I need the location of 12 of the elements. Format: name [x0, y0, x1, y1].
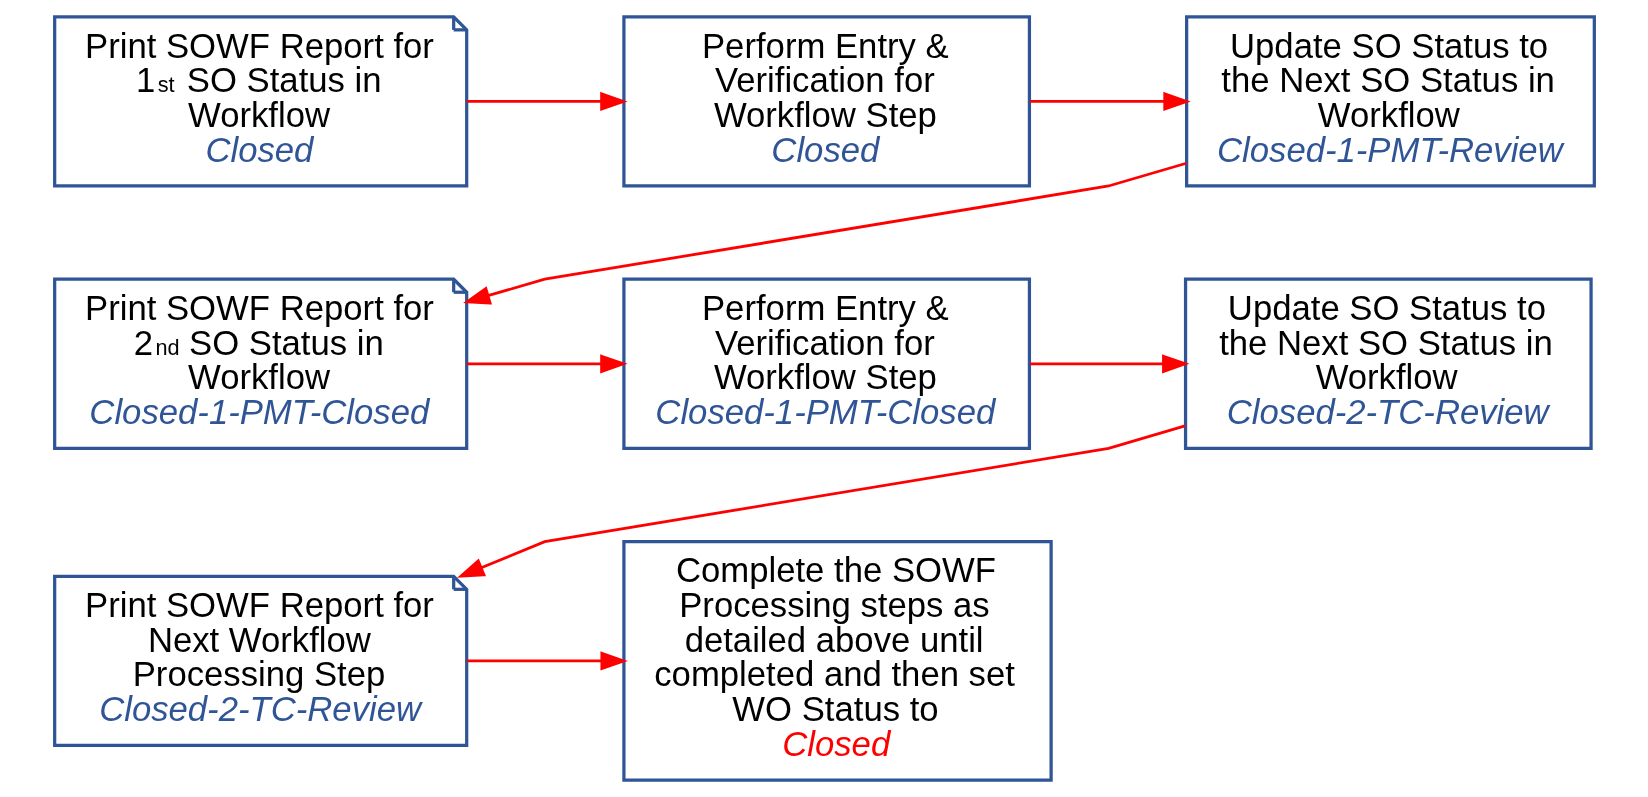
node-box: Perform Entry & Verification for Workflow Step Closed [621, 15, 1031, 188]
arrow [466, 354, 628, 374]
arrow [456, 424, 1185, 578]
node-box: Complete the SOWF Processing steps as detailed above until completed and then set WO Status to Closed [621, 540, 1053, 782]
node-box: Update SO Status to the Next SO Status in Workflow Closed-2-TC-Review [1183, 277, 1593, 450]
node-box: Update SO Status to the Next SO Status in Workflow Closed-1-PMT-Review [1184, 15, 1596, 188]
node-box: Perform Entry & Verification for Workflow Step Closed-1-PMT-Closed [621, 277, 1031, 450]
arrow [1029, 91, 1191, 111]
arrow [462, 161, 1187, 305]
arrow [1029, 354, 1189, 374]
arrow [466, 651, 628, 671]
arrow [466, 91, 628, 111]
